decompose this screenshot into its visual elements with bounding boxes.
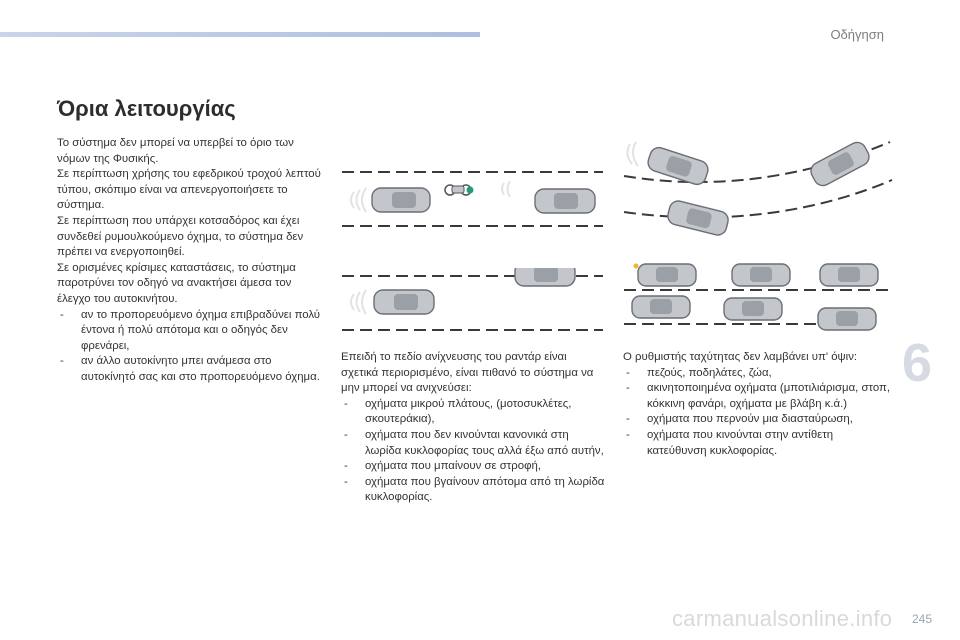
car-icon	[371, 187, 431, 213]
car-icon	[647, 146, 709, 186]
car-icon	[373, 289, 435, 315]
section-title: Οδήγηση	[830, 27, 884, 42]
paragraph: Σε ορισμένες κρίσιμες καταστάσεις, το σύ…	[57, 261, 296, 305]
car-icon	[817, 307, 877, 331]
paragraph: Σε περίπτωση που υπάρχει κοτσαδόρος και …	[57, 214, 304, 259]
list-item: οχήματα μικρού πλάτους, (μοτοσυκλέτες, σ…	[341, 397, 606, 428]
list-item: ακινητοποιημένα οχήματα (μποτιλιάρισμα, …	[623, 381, 893, 412]
list-item: αν άλλο αυτοκίνητο μπει ανάμεσα στο αυτο…	[57, 354, 327, 385]
car-icon	[810, 141, 870, 187]
paragraph: Ο ρυθμιστής ταχύτητας δεν λαμβάνει υπ' ό…	[623, 351, 858, 363]
car-icon	[514, 268, 576, 287]
illustration-curve	[623, 141, 893, 236]
illustration-narrow-vehicle	[342, 171, 603, 227]
list-item: οχήματα που περνούν μια διασταύρωση,	[623, 412, 893, 428]
paragraph: Το σύστημα δεν μπορεί να υπερβεί το όριο…	[57, 137, 294, 165]
car-icon	[667, 200, 729, 236]
column-radar-field: Επειδή το πεδίο ανίχνευσης του ραντάρ εί…	[341, 350, 606, 506]
list-item: οχήματα που δεν κινούνται κανονικά στη λ…	[341, 428, 606, 459]
column-limits-intro: Το σύστημα δεν μπορεί να υπερβεί το όριο…	[57, 136, 327, 386]
watermark: carmanualsonline.info	[672, 606, 893, 631]
page-number: 245	[911, 612, 932, 626]
car-icon	[633, 263, 697, 287]
radar-waves-icon	[350, 180, 511, 213]
radar-waves-icon	[626, 141, 639, 167]
list-item: πεζούς, ποδηλάτες, ζώα,	[623, 366, 893, 382]
car-icon	[723, 297, 783, 321]
list-item: αν το προπορευόμενο όχημα επιβραδύνει πο…	[57, 308, 327, 355]
list-item: οχήματα που μπαίνουν σε στροφή,	[341, 459, 606, 475]
chapter-number: 6	[902, 333, 933, 393]
bullet-list: αν το προπορευόμενο όχημα επιβραδύνει πο…	[57, 308, 327, 386]
column-not-considered: Ο ρυθμιστής ταχύτητας δεν λαμβάνει υπ' ό…	[623, 350, 893, 459]
bullet-list: πεζούς, ποδηλάτες, ζώα, ακινητοποιημένα …	[623, 366, 893, 460]
list-item: οχήματα που βγαίνουν απότομα από τη λωρί…	[341, 475, 606, 506]
illustration-offset-vehicle	[342, 268, 603, 331]
paragraph: Επειδή το πεδίο ανίχνευσης του ραντάρ εί…	[341, 351, 594, 395]
motorcycle-icon	[444, 184, 474, 196]
car-icon	[534, 188, 596, 214]
radar-waves-icon	[350, 289, 367, 315]
illustration-stationary	[624, 263, 892, 331]
car-icon	[731, 263, 791, 287]
paragraph: Σε περίπτωση χρήσης του εφεδρικού τροχού…	[57, 168, 321, 212]
header-bar	[0, 32, 480, 37]
car-icon	[631, 295, 691, 319]
page-title: Όρια λειτουργίας	[57, 96, 236, 121]
bullet-list: οχήματα μικρού πλάτους, (μοτοσυκλέτες, σ…	[341, 397, 606, 506]
car-icon	[819, 263, 879, 287]
list-item: οχήματα που κινούνται στην αντίθετη κατε…	[623, 428, 893, 459]
